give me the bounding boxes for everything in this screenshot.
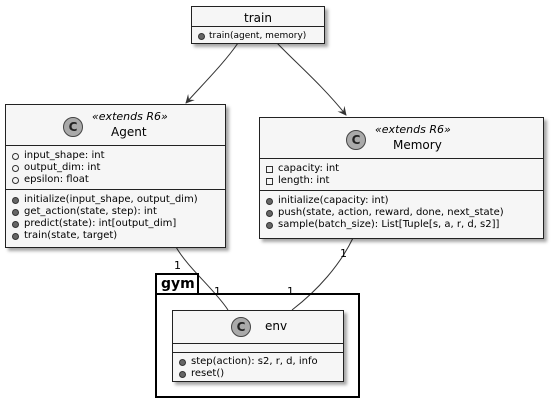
private-field-icon: [266, 166, 273, 173]
train-separator: [192, 26, 324, 27]
train-to-memory-arrow: [276, 42, 347, 116]
agent-method: initialize(input_shape, output_dim): [6, 194, 225, 206]
memory-field: length: int: [260, 175, 543, 187]
private-field-icon: [266, 178, 273, 185]
env-method: step(action): s2, r, d, info: [173, 356, 343, 368]
agent-env-link: [175, 246, 229, 311]
class-c-icon: C: [231, 317, 251, 337]
public-method-icon: [198, 33, 205, 40]
env-class-box[interactable]: C env step(action): s2, r, d, info reset…: [172, 310, 344, 382]
env-separator-1: [173, 343, 343, 344]
public-method-icon: [12, 197, 19, 204]
env-method: reset(): [173, 368, 343, 380]
train-title: train: [192, 7, 324, 26]
package-name: gym: [161, 276, 195, 292]
memory-header: C «extends R6» Memory: [260, 118, 543, 158]
memory-stereotype: «extends R6»: [375, 123, 451, 136]
memory-method: push(state, action, reward, done, next_s…: [260, 207, 543, 219]
agent-name: Agent: [111, 125, 147, 139]
memory-separator-2: [260, 190, 543, 191]
memory-field: capacity: int: [260, 163, 543, 175]
agent-stereotype: «extends R6»: [92, 110, 168, 123]
multiplicity-env-memory-side: 1: [287, 285, 294, 298]
public-method-icon: [179, 359, 186, 366]
multiplicity-memory-side: 1: [340, 247, 347, 260]
multiplicity-env-agent-side: 1: [214, 285, 221, 298]
agent-method: predict(state): int[output_dim]: [6, 218, 225, 230]
env-name: env: [265, 319, 288, 333]
public-field-icon: [12, 165, 19, 172]
train-name: train: [244, 11, 272, 25]
public-method-icon: [266, 210, 273, 217]
agent-field: input_shape: int: [6, 150, 225, 162]
memory-env-link: [291, 237, 354, 311]
agent-header: C «extends R6» Agent: [6, 105, 225, 145]
class-c-icon: C: [346, 130, 366, 150]
public-method-icon: [12, 233, 19, 240]
multiplicity-agent-side: 1: [174, 259, 181, 272]
agent-field: output_dim: int: [6, 162, 225, 174]
memory-class-box[interactable]: C «extends R6» Memory capacity: int leng…: [259, 117, 544, 239]
public-field-icon: [12, 153, 19, 160]
train-box[interactable]: train train(agent, memory): [191, 6, 325, 44]
class-c-icon: C: [63, 117, 83, 137]
agent-method: get_action(state, step): int: [6, 206, 225, 218]
public-method-icon: [179, 371, 186, 378]
memory-name: Memory: [393, 138, 442, 152]
public-method-icon: [12, 221, 19, 228]
public-method-icon: [266, 222, 273, 229]
public-method-icon: [12, 209, 19, 216]
env-separator-2: [173, 352, 343, 353]
env-header: C env: [173, 311, 343, 343]
agent-separator-1: [6, 145, 225, 146]
train-to-agent-arrow: [185, 42, 239, 104]
agent-separator-2: [6, 189, 225, 190]
package-tab: gym: [155, 273, 199, 294]
agent-class-box[interactable]: C «extends R6» Agent input_shape: int ou…: [5, 104, 226, 248]
public-field-icon: [12, 177, 19, 184]
memory-separator-1: [260, 158, 543, 159]
agent-field: epsilon: float: [6, 174, 225, 186]
train-method: train(agent, memory): [192, 30, 324, 42]
public-method-icon: [266, 198, 273, 205]
agent-method: train(state, target): [6, 230, 225, 242]
package-body: [155, 293, 360, 398]
memory-method: initialize(capacity: int): [260, 195, 543, 207]
memory-method: sample(batch_size): List[Tuple[s, a, r, …: [260, 219, 543, 231]
